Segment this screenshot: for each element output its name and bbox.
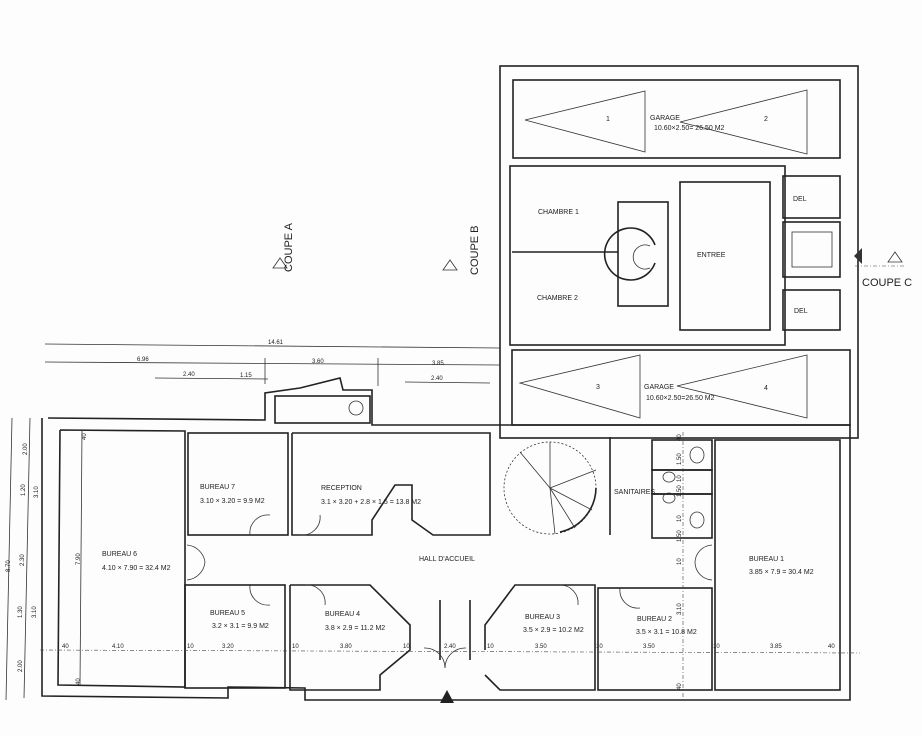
dim-top-b: 3.60	[312, 359, 324, 365]
reception-area: 3.1 × 3.20 + 2.8 × 1.5 = 13.8 M2	[321, 499, 421, 506]
garage-parking-triangles	[518, 89, 808, 419]
dim-top-total: 14.61	[268, 340, 284, 346]
bureau-1-area: 3.85 × 7.9 = 30.4 M2	[749, 569, 814, 576]
top-dimension-lines	[44, 343, 501, 386]
dim-bottom-12: 10	[713, 644, 720, 650]
dim-left-i: 40	[82, 433, 88, 440]
bureau-7-label: BUREAU 7	[200, 484, 235, 491]
bottom-dimensions: 40 4.10 10 3.20 10 3.80 10 2.40 10 3.50 10 3.50 10 3.…	[62, 644, 835, 650]
spiral-stair-upper	[603, 227, 656, 281]
dim-right-2: 10	[677, 475, 683, 482]
del-bottom-label: DEL	[794, 308, 808, 315]
bureau-3-label: BUREAU 3	[525, 614, 560, 621]
section-marker-b: COUPE B	[442, 225, 481, 275]
bureau-5-area: 3.2 × 3.1 = 9.9 M2	[212, 623, 269, 630]
bureau-1-label: BUREAU 1	[749, 556, 784, 563]
dim-left-c: 2.30	[20, 554, 26, 566]
garage-bottom-area: 10.60×2.50=26.50 M2	[646, 395, 715, 402]
dim-left-f: 3.10	[34, 486, 40, 498]
section-marker-c: COUPE C	[854, 248, 912, 289]
garage-space-3: 3	[596, 384, 600, 391]
dim-right-0: 40	[677, 434, 683, 441]
dim-bottom-9: 3.50	[535, 644, 547, 650]
coupe-b-label: COUPE B	[469, 225, 481, 275]
dim-left-total: 8.70	[6, 560, 12, 572]
dim-top-f: 2.40	[431, 376, 443, 382]
dim-left-d: 1.30	[18, 606, 24, 618]
main-entrance-arrow	[440, 690, 454, 703]
reception-label: RECEPTION	[321, 485, 362, 492]
dim-right-8: 40	[677, 683, 683, 690]
dim-top-c: 3.85	[432, 361, 444, 367]
dim-top-d: 2.40	[183, 372, 195, 378]
bureau-4-area: 3.8 × 2.9 = 11.2 M2	[325, 625, 385, 632]
dim-right-4: 10	[677, 515, 683, 522]
dim-top-e: 1.15	[240, 373, 252, 379]
dim-right-5: 1.50	[677, 530, 683, 542]
wc-fixtures	[662, 446, 705, 529]
bottom-dimension-line	[39, 649, 861, 654]
garage-bottom-label: GARAGE	[644, 384, 674, 391]
dim-bottom-5: 3.80	[340, 644, 352, 650]
bureau-6-label: BUREAU 6	[102, 551, 137, 558]
garage-top-label: GARAGE	[650, 115, 680, 122]
bureau-2-label: BUREAU 2	[637, 616, 672, 623]
hall-label: HALL D'ACCUEIL	[419, 556, 475, 563]
dim-left-e: 2.00	[18, 660, 24, 672]
coupe-c-label: COUPE C	[862, 277, 912, 289]
bureau-4-label: BUREAU 4	[325, 611, 360, 618]
entree-label: ENTREE	[697, 252, 726, 259]
dim-right-3: 1.50	[677, 485, 683, 497]
dim-bottom-1: 4.10	[112, 644, 124, 650]
bureau-5-label: BUREAU 5	[210, 610, 245, 617]
chambre-2-label: CHAMBRE 2	[537, 295, 578, 302]
garage-space-2: 2	[764, 116, 768, 123]
garage-top-area: 10.60×2.50= 26.50 M2	[654, 125, 725, 132]
bureau-6-area: 4.10 × 7.90 = 32.4 M2	[102, 565, 171, 572]
dim-bottom-7: 2.40	[444, 644, 456, 650]
dim-left-b: 1.20	[21, 484, 27, 496]
dim-bottom-8: 10	[487, 644, 494, 650]
dim-left-g: 3.10	[32, 606, 38, 618]
left-dimension-lines	[5, 417, 83, 701]
del-top-label: DEL	[793, 196, 807, 203]
dim-top-a: 6.96	[137, 357, 149, 363]
section-marker-a: COUPE A	[272, 222, 295, 272]
dim-bottom-11: 3.50	[643, 644, 655, 650]
bureau-2-area: 3.5 × 3.1 = 10.8 M2	[636, 629, 697, 636]
lower-block-walls	[41, 377, 851, 701]
dim-bottom-6: 10	[403, 644, 410, 650]
dim-bottom-13: 3.85	[770, 644, 782, 650]
sanitaires-label: SANITAIRES	[614, 489, 655, 496]
dim-right-1: 1.50	[677, 453, 683, 465]
dim-left-j: 40	[76, 678, 82, 685]
coupe-a-label: COUPE A	[283, 222, 295, 272]
lower-doors	[186, 514, 713, 669]
bureau-3-area: 3.5 × 2.9 = 10.2 M2	[523, 627, 584, 634]
garage-space-4: 4	[764, 385, 768, 392]
bureau-7-area: 3.10 × 3.20 = 9.9 M2	[200, 498, 265, 505]
dim-bottom-14: 40	[828, 644, 835, 650]
dim-bottom-4: 10	[292, 644, 299, 650]
upper-block-walls	[499, 65, 859, 439]
dim-bottom-0: 40	[62, 644, 69, 650]
dim-left-h: 7.90	[76, 553, 82, 565]
spiral-staircase	[503, 441, 597, 535]
dim-bottom-3: 3.20	[222, 644, 234, 650]
dim-left-a: 2.00	[23, 443, 29, 455]
chambre-1-label: CHAMBRE 1	[538, 209, 579, 216]
dim-bottom-10: 10	[596, 644, 603, 650]
dim-right-6: 10	[677, 558, 683, 565]
garage-space-1: 1	[606, 116, 610, 123]
dim-bottom-2: 10	[187, 644, 194, 650]
right-dimensions: 40 1.50 10 1.50 10 1.50 10 3.10 40	[677, 434, 683, 690]
dim-right-7: 3.10	[677, 603, 683, 615]
